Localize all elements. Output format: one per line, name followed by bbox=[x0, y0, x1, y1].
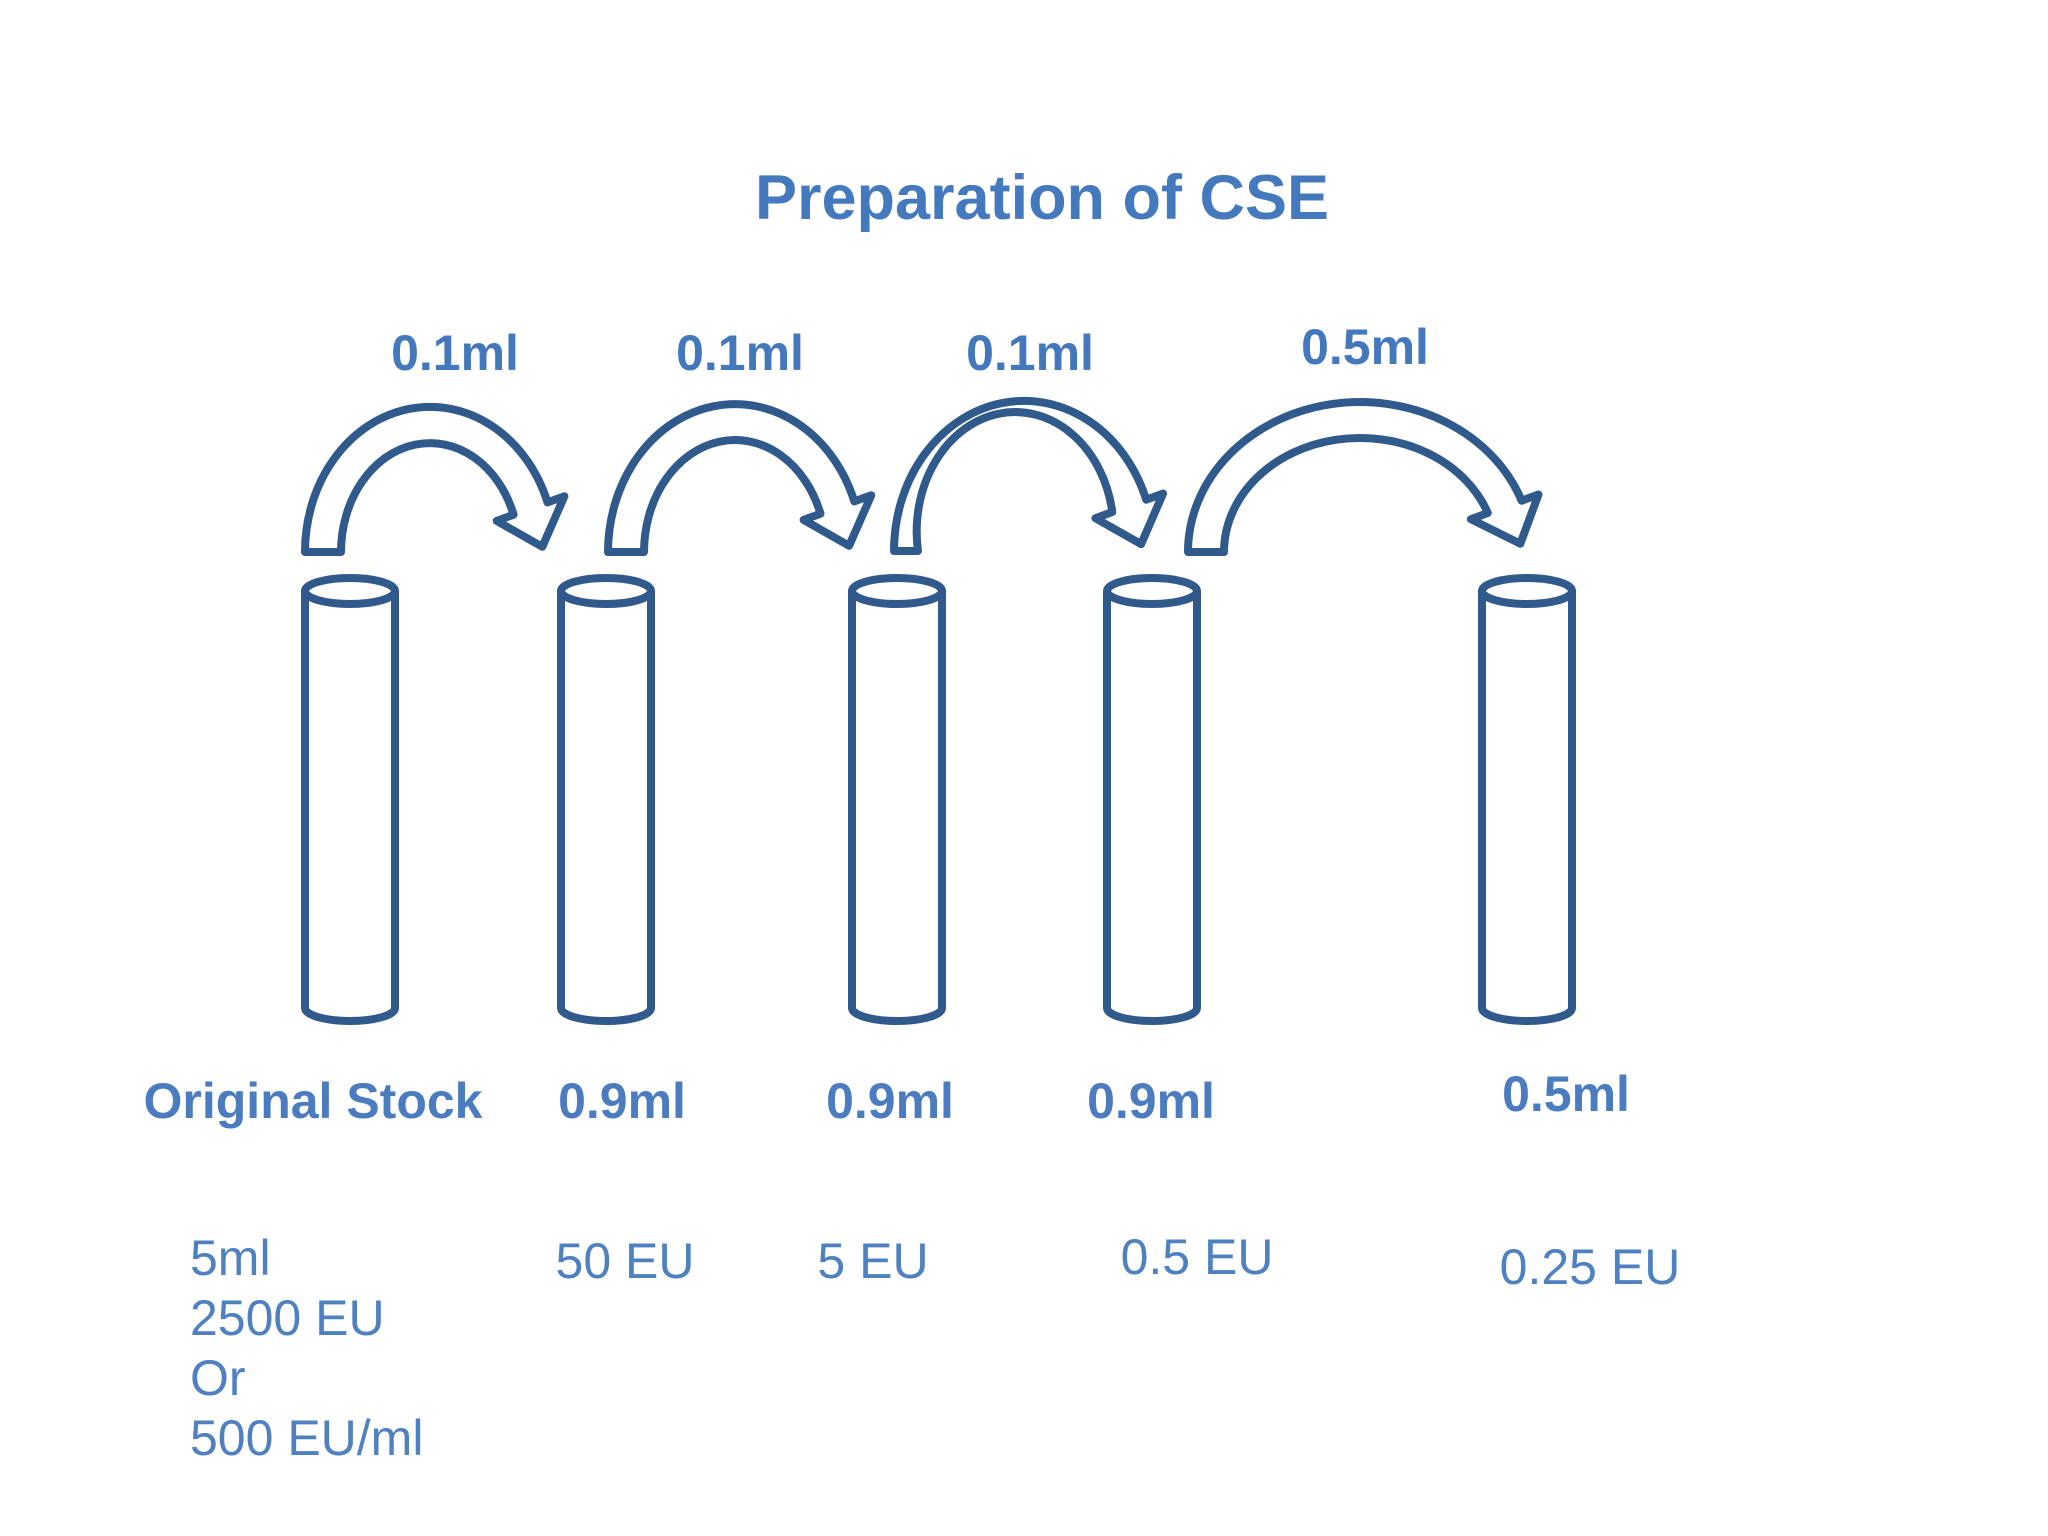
tube-added-volume-label: 0.9ml bbox=[558, 1073, 686, 1129]
tube-opening bbox=[1103, 574, 1201, 608]
test-tubes bbox=[301, 574, 1576, 1025]
tube-added-volume-label: 0.9ml bbox=[826, 1073, 954, 1129]
tube-added-volume-label: 0.9ml bbox=[1087, 1073, 1215, 1129]
curved-arrow-icon bbox=[1184, 398, 1543, 556]
transfer-volume-label: 0.5ml bbox=[1301, 319, 1429, 375]
transfer-arrows bbox=[301, 396, 1543, 556]
tube-added-volume-label: 0.5ml bbox=[1502, 1066, 1630, 1122]
tube-concentration-label: 0.25 EU bbox=[1499, 1239, 1681, 1295]
stock-line: Or bbox=[190, 1350, 246, 1406]
test-tube bbox=[301, 574, 399, 1025]
test-tube bbox=[1103, 574, 1201, 1025]
stock-line: 2500 EU bbox=[190, 1290, 385, 1346]
tube-concentration-label: 5 EU bbox=[817, 1233, 929, 1289]
tube-opening bbox=[1478, 574, 1576, 608]
test-tube bbox=[557, 574, 655, 1025]
curved-arrow-icon bbox=[890, 396, 1168, 555]
tube-concentration-label: 0.5 EU bbox=[1120, 1229, 1274, 1285]
original-stock-description: 5ml 2500 EU Or 500 EU/ml bbox=[190, 1228, 423, 1468]
curved-arrow-icon bbox=[604, 400, 876, 556]
tube-opening bbox=[301, 574, 399, 608]
test-tube bbox=[848, 574, 946, 1025]
diagram-title: Preparation of CSE bbox=[754, 163, 1330, 233]
tube-concentration-label: 50 EU bbox=[555, 1233, 695, 1289]
transfer-volume-label: 0.1ml bbox=[391, 325, 519, 381]
transfer-volume-label: 0.1ml bbox=[966, 325, 1094, 381]
test-tube bbox=[1478, 574, 1576, 1025]
tube-opening bbox=[848, 574, 946, 608]
curved-arrow-icon bbox=[301, 402, 569, 556]
tube-label-original-stock: Original Stock bbox=[143, 1073, 483, 1129]
transfer-volume-label: 0.1ml bbox=[676, 325, 804, 381]
tube-opening bbox=[557, 574, 655, 608]
stock-line: 5ml bbox=[190, 1230, 271, 1286]
stock-line: 500 EU/ml bbox=[190, 1410, 424, 1466]
